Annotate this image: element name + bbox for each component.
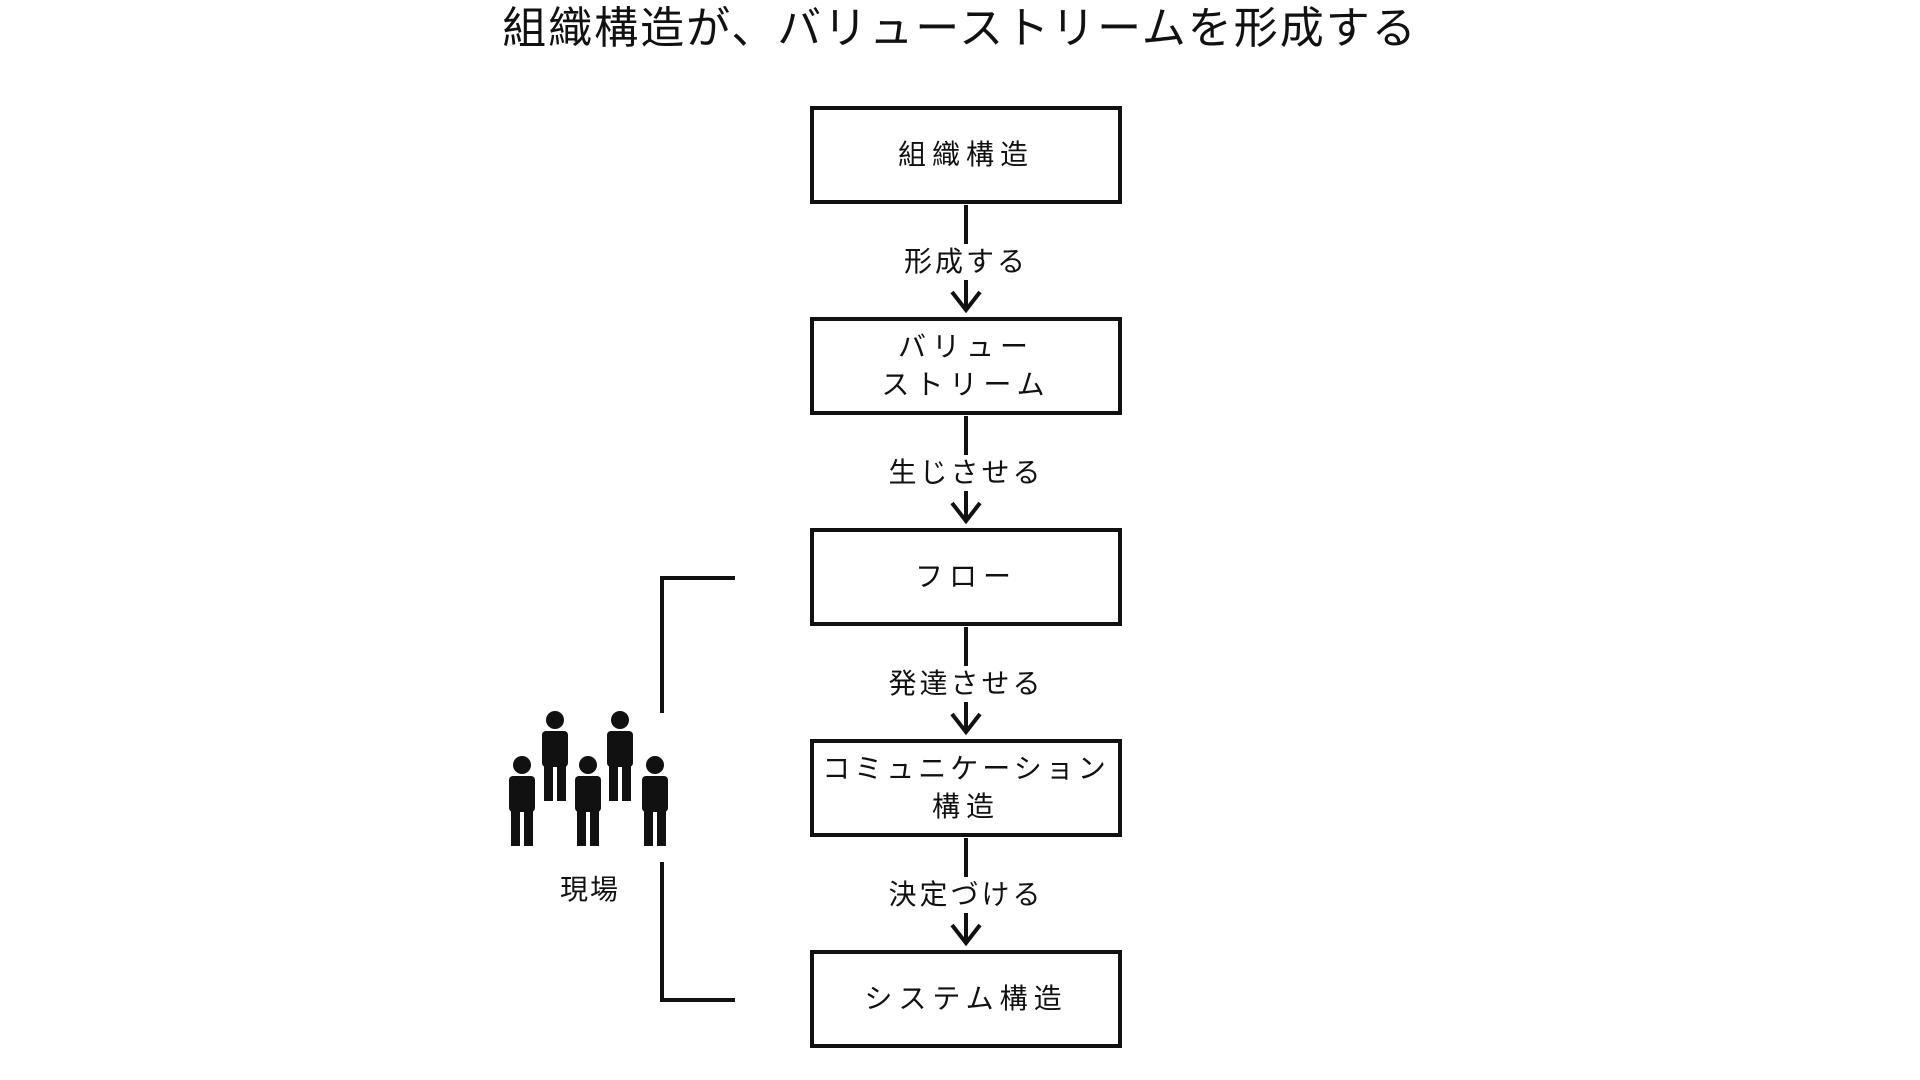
edge-label-creates: 生じさせる <box>810 455 1122 491</box>
box-label-line1: コミュニケーション <box>822 752 1110 785</box>
box-label-line2: ストリーム <box>881 368 1051 401</box>
box-label: フロー <box>914 560 1017 593</box>
box-label: システム構造 <box>864 982 1068 1015</box>
box-flow: フロー <box>810 528 1122 626</box>
box-communication-structure: コミュニケーション 構造 <box>810 739 1122 837</box>
page-title: 組織構造が、バリューストリームを形成する <box>502 3 1418 54</box>
box-system-structure: システム構造 <box>810 950 1122 1048</box>
edge-label-determines: 決定づける <box>810 877 1122 913</box>
box-label-line1: バリュー <box>897 330 1034 363</box>
box-value-stream: バリュー ストリーム <box>810 317 1122 415</box>
box-label: 組織構造 <box>897 138 1034 171</box>
site-bracket <box>660 576 735 1002</box>
edge-label-forms: 形成する <box>810 244 1122 280</box>
box-label-line2: 構造 <box>931 790 1000 823</box>
site-label: 現場 <box>559 873 620 906</box>
edge-label-develops: 発達させる <box>810 666 1122 702</box>
people-group-icon <box>509 711 668 846</box>
box-organization-structure: 組織構造 <box>810 106 1122 204</box>
